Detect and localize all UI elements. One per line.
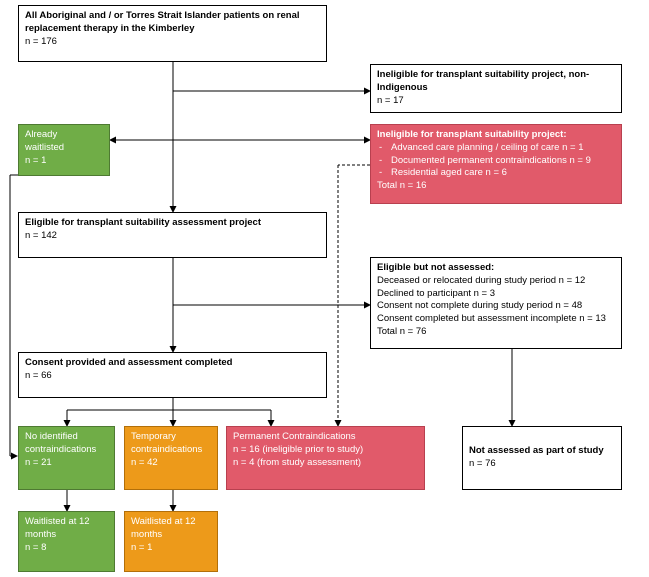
box-consent: Consent provided and assessment complete… [18,352,327,398]
box-eligible-not-assessed: Eligible but not assessed: Deceased or r… [370,257,622,349]
box-title: Permanent Contraindications [233,431,356,442]
box-temporary-contraindications: Temporary contraindications n = 42 [124,426,218,490]
box-line: n = 16 (ineligible prior to study) [233,443,364,455]
box-count: n = 21 [25,456,52,468]
box-all-patients: All Aboriginal and / or Torres Strait Is… [18,5,327,62]
box-title: Eligible for transplant suitability asse… [25,217,261,228]
box-count: n = 176 [25,35,57,47]
box-waitlisted-green: Waitlisted at 12 months n = 8 [18,511,115,572]
box-line: Declined to participant n = 3 [377,287,496,299]
box-already-waitlisted: Already waitlisted n = 1 [18,124,110,176]
box-count: n = 76 [469,457,496,469]
box-title: All Aboriginal and / or Torres Strait Is… [25,10,300,34]
box-count: n = 1 [131,541,153,553]
box-total: Total n = 16 [377,180,427,192]
box-line: n = 4 (from study assessment) [233,456,362,468]
box-count: n = 17 [377,94,404,106]
box-title: Waitlisted at 12 months [25,516,90,540]
box-line: Deceased or relocated during study perio… [377,274,586,286]
box-title: No identified contraindications [25,431,97,455]
list-item: Residential aged care n = 6 [377,167,615,180]
box-line: Consent not complete during study period… [377,300,583,312]
box-title: Temporary contraindications [131,431,203,455]
box-no-contraindications: No identified contraindications n = 21 [18,426,115,490]
box-ineligible-nonindigenous: Ineligible for transplant suitability pr… [370,64,622,113]
box-count: n = 8 [25,541,47,553]
list-item: Advanced care planning / ceiling of care… [377,142,615,155]
box-title: Already waitlisted [25,129,65,153]
box-count: n = 66 [25,369,52,381]
box-title: Not assessed as part of study [469,445,604,456]
box-title: Ineligible for transplant suitability pr… [377,129,567,140]
box-count: n = 42 [131,456,158,468]
list-item: Documented permanent contraindications n… [377,155,615,168]
box-count: n = 142 [25,229,57,241]
box-eligible: Eligible for transplant suitability asse… [18,212,327,258]
box-ineligible-project: Ineligible for transplant suitability pr… [370,124,622,204]
box-line: Total n = 76 [377,326,427,338]
box-line: Consent completed but assessment incompl… [377,313,606,325]
box-permanent-contraindications: Permanent Contraindications n = 16 (inel… [226,426,425,490]
box-count: n = 1 [25,154,47,166]
box-title: Waitlisted at 12 months [131,516,196,540]
box-waitlisted-orange: Waitlisted at 12 months n = 1 [124,511,218,572]
box-title: Ineligible for transplant suitability pr… [377,69,590,93]
box-not-assessed: Not assessed as part of study n = 76 [462,426,622,490]
box-title: Consent provided and assessment complete… [25,357,233,368]
box-title: Eligible but not assessed: [377,262,495,273]
ineligible-list: Advanced care planning / ceiling of care… [377,142,615,180]
